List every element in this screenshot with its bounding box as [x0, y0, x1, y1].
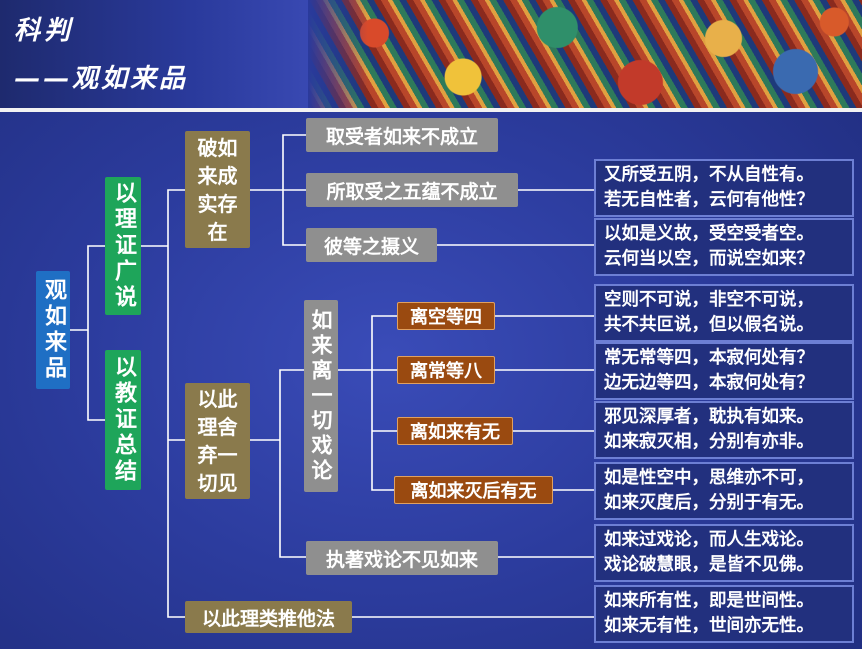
header-divider	[0, 108, 862, 112]
verse-note-3: 空则不可说，非空不可说， 共不共叵说，但以假名说。	[594, 284, 854, 342]
connector-branch1	[141, 189, 185, 618]
subitem-node-1: 离空等四	[397, 302, 495, 330]
item-node-3: 彼等之摄义	[306, 228, 437, 262]
verse-line: 如来寂灭相，分别有亦非。	[604, 432, 814, 452]
verse-line: 如是性空中，思维亦不可，	[604, 468, 814, 488]
slide-subtitle: ——观如来品	[14, 64, 189, 94]
root-node: 观如来品	[36, 271, 70, 389]
verse-line: 若无自性者，云何有他性？	[604, 190, 814, 210]
verse-line: 常无常等四，本寂何处有？	[604, 348, 814, 368]
verse-line: 以如是义故，受空受者空。	[604, 224, 814, 244]
section-node-refute: 破如来成实存在	[185, 131, 250, 248]
verse-note-7: 如来过戏论，而人生戏论。 戏论破慧眼，是皆不见佛。	[594, 524, 854, 582]
verse-line: 又所受五阴，不从自性有。	[604, 165, 814, 185]
verse-line: 共不共叵说，但以假名说。	[604, 315, 814, 335]
section-node-extend: 以此理类推他法	[185, 601, 352, 633]
verse-note-6: 如是性空中，思维亦不可， 如来灭度后，分别于有无。	[594, 462, 854, 520]
item-node-last: 执著戏论不见如来	[306, 541, 498, 575]
verse-note-8: 如来所有性，即是世间性。 如来无有性，世间亦无性。	[594, 585, 854, 643]
header-banner: 科判 ——观如来品	[0, 0, 862, 112]
connector-sub2	[250, 369, 306, 558]
connector-sub1	[250, 134, 306, 246]
branch-node-scripture: 以教证总结	[105, 350, 141, 490]
verse-line: 邪见深厚者，耽执有如来。	[604, 407, 814, 427]
item-node-2: 所取受之五蕴不成立	[306, 173, 518, 207]
connector-root	[70, 245, 105, 421]
verse-line: 戏论破慧眼，是皆不见佛。	[604, 555, 814, 575]
group-node-free-of-elaboration: 如来离一切戏论	[304, 300, 338, 492]
verse-line: 边无边等四，本寂何处有？	[604, 373, 814, 393]
verse-line: 如来灭度后，分别于有无。	[604, 493, 814, 513]
verse-line: 如来所有性，即是世间性。	[604, 591, 814, 611]
verse-note-2: 以如是义故，受空受者空。 云何当以空，而说空如来？	[594, 218, 854, 276]
connector-group	[338, 315, 397, 491]
verse-line: 云何当以空，而说空如来？	[604, 249, 814, 269]
verse-line: 如来无有性，世间亦无性。	[604, 616, 814, 636]
verse-note-4: 常无常等四，本寂何处有？ 边无边等四，本寂何处有？	[594, 342, 854, 400]
branch-node-reasoning: 以理证广说	[105, 177, 141, 315]
thangka-artwork	[308, 0, 862, 110]
header-band	[0, 0, 320, 110]
subitem-node-2: 离常等八	[397, 356, 495, 384]
artwork-fade	[308, 0, 368, 110]
verse-line: 如来过戏论，而人生戏论。	[604, 530, 814, 550]
slide-title: 科判	[14, 16, 75, 46]
verse-line: 空则不可说，非空不可说，	[604, 290, 814, 310]
item-node-1: 取受者如来不成立	[306, 118, 498, 152]
section-node-abandon: 以此理舍弃一切见	[185, 383, 250, 499]
subitem-node-4: 离如来灭后有无	[394, 476, 553, 504]
verse-note-1: 又所受五阴，不从自性有。 若无自性者，云何有他性？	[594, 159, 854, 217]
verse-note-5: 邪见深厚者，耽执有如来。 如来寂灭相，分别有亦非。	[594, 401, 854, 459]
subitem-node-3: 离如来有无	[397, 417, 513, 445]
